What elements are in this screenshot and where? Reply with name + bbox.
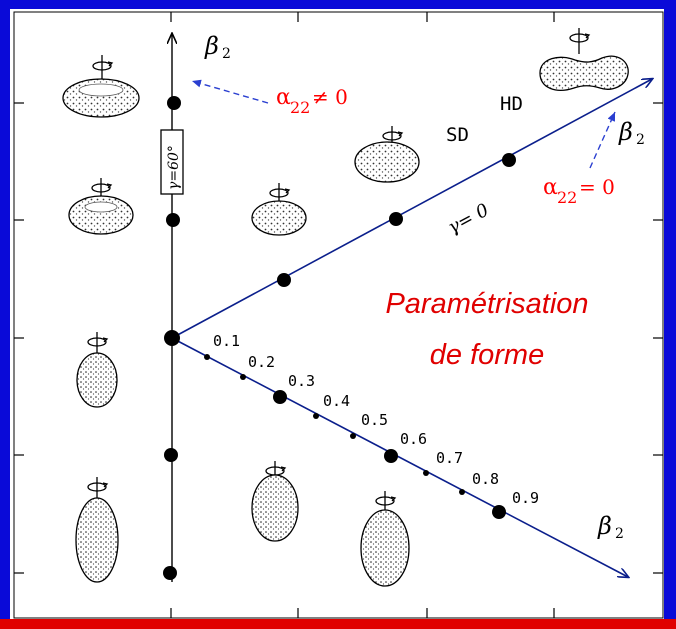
beta2-label-bottom: β 2: [597, 512, 624, 542]
gamma0-points: [277, 153, 516, 287]
tick-label-0.8: 0.8: [472, 470, 499, 488]
lower-axis-points: [204, 354, 506, 519]
sd-label: SD: [446, 124, 469, 146]
plot-box: [13, 11, 664, 619]
svg-text:2: 2: [636, 132, 645, 148]
tick-label-0.5: 0.5: [361, 411, 388, 429]
tick-label-0.3: 0.3: [288, 372, 315, 390]
rotation-arrow-icon: [92, 55, 114, 82]
frame-border-top: [0, 0, 676, 9]
svg-text:22: 22: [290, 98, 310, 117]
hd-label: HD: [500, 93, 523, 115]
svg-text:22: 22: [557, 188, 577, 207]
frame-border-bottom: [0, 619, 676, 629]
svg-text:= 0: = 0: [579, 175, 615, 199]
title-line-2: de forme: [430, 339, 544, 371]
lower-axis-tick-labels: 0.1 0.2 0.3 0.4 0.5 0.6 0.7 0.8 0.9: [213, 332, 539, 507]
rotation-arrow-icon: [569, 28, 591, 54]
svg-text:β: β: [618, 118, 633, 146]
nucleus-shape-lower-right-icon: [360, 491, 410, 587]
nucleus-shape-lower-middle-icon: [251, 461, 299, 542]
gamma60-points: [163, 96, 181, 580]
svg-text:β: β: [597, 512, 612, 540]
alpha-neq-annotation: α 22 ≠ 0: [276, 85, 348, 117]
tick-label-0.4: 0.4: [323, 392, 350, 410]
box-ticks: [14, 12, 663, 618]
svg-text:β: β: [204, 32, 219, 60]
svg-text:α: α: [276, 85, 291, 110]
nucleus-shape-oblate-medium-icon: [68, 178, 134, 235]
tick-label-0.2: 0.2: [248, 353, 275, 371]
tick-label-0.6: 0.6: [400, 430, 427, 448]
nucleus-shape-superdeformed-icon: [354, 126, 420, 183]
lower-beta2-axis: [171, 337, 628, 577]
nucleus-shape-oblate-small-icon: [251, 183, 307, 236]
nucleus-shape-oblate-large-icon: [62, 55, 140, 118]
tick-label-0.1: 0.1: [213, 332, 240, 350]
svg-text:2: 2: [615, 526, 624, 542]
rotation-arrow-icon: [87, 477, 109, 500]
nucleus-shape-prolate-left-icon: [75, 477, 119, 583]
beta2-label-right: β 2: [618, 118, 645, 148]
diagram-title: Paramétrisation de forme: [385, 288, 588, 371]
nucleus-shape-hyperdeformed-icon: [539, 28, 629, 91]
tick-label-0.7: 0.7: [436, 449, 463, 467]
gamma60-label-box: γ=60°: [160, 129, 184, 195]
beta2-label-top: β 2: [204, 32, 231, 62]
gamma0-label: γ= 0: [444, 200, 492, 239]
svg-text:2: 2: [222, 46, 231, 62]
alpha-eq-arrow: [589, 111, 616, 169]
title-line-1: Paramétrisation: [385, 288, 588, 320]
frame-border-left: [0, 0, 10, 629]
nucleus-shape-near-spherical-icon: [76, 332, 118, 408]
svg-text:≠ 0: ≠ 0: [312, 85, 348, 109]
tick-label-0.9: 0.9: [512, 489, 539, 507]
frame-border-right: [664, 0, 676, 629]
svg-text:α: α: [543, 175, 558, 200]
alpha-eq-annotation: α 22 = 0: [543, 175, 615, 207]
alpha-neq-arrow: [191, 79, 269, 104]
gamma0-axis: [171, 79, 652, 339]
rotation-arrow-icon: [87, 332, 109, 356]
gamma60-label: γ=60°: [166, 145, 182, 190]
